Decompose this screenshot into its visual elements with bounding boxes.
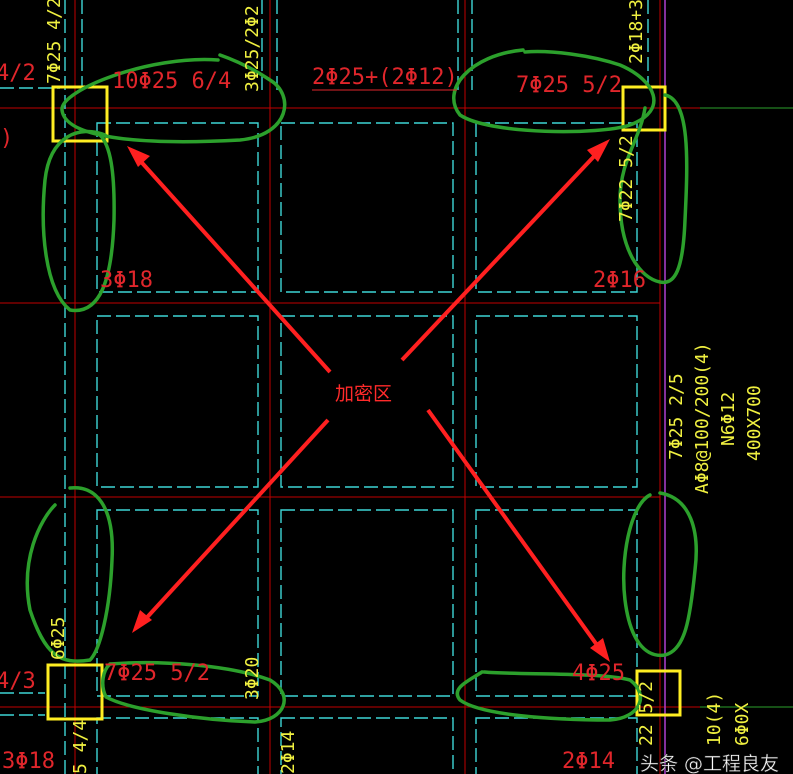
label-edge-paren: ) <box>0 126 13 151</box>
label-bottom-right-beam: 4Φ25 <box>572 661 625 686</box>
arrows <box>127 139 610 662</box>
label-right-low: 22 5/2 <box>636 681 657 746</box>
label-edge-top: 4/2 <box>0 61 36 86</box>
label-left-bottom: 6Φ25 <box>48 617 69 660</box>
highlight-rings <box>25 48 698 724</box>
column-top-left <box>51 85 109 143</box>
arrow-bottom-right <box>426 408 604 654</box>
arrow-top-left <box>133 153 332 374</box>
label-top-left-beam: 10Φ25 6/4 <box>112 69 231 94</box>
beam-spec-4: 400X700 <box>744 385 765 461</box>
red-labels: 10Φ25 6/4 2Φ25+(2Φ12) 7Φ25 5/2 3Φ18 2Φ16… <box>0 61 646 774</box>
arrowhead-bottom-right <box>590 638 610 662</box>
label-mid-top: 3Φ25/2Φ2 <box>242 5 263 92</box>
column-bottom-left <box>46 663 104 721</box>
label-mid-bottom: 3Φ20 <box>242 657 263 700</box>
arrowhead-top-right <box>587 139 610 162</box>
label-left-low: 5 4/4 <box>70 720 91 774</box>
arrowhead-bottom-left <box>132 610 152 633</box>
label-top-mid-beam: 2Φ25+(2Φ12) <box>312 65 458 90</box>
arrow-bottom-left <box>138 418 330 627</box>
beam-spec-3: N6Φ12 <box>718 392 739 446</box>
label-right-upper: 7Φ22 5/2 <box>616 135 637 222</box>
label-mid-low: 2Φ14 <box>278 731 299 774</box>
label-top-right-beam: 7Φ25 5/2 <box>516 73 622 98</box>
slab-panels <box>0 0 649 774</box>
column-bottom-right <box>635 669 682 717</box>
yellow-labels: 7Φ25 4/2 3Φ25/2Φ2 2Φ18+3 7Φ22 5/2 7Φ25 2… <box>44 0 765 774</box>
arrow-top-right <box>400 148 602 362</box>
column-top-right <box>621 85 667 132</box>
label-edge-bottom: 4/3 <box>0 669 36 694</box>
arrowhead-top-left <box>127 146 150 167</box>
label-bottom-left-low: 3Φ18 <box>2 749 55 774</box>
label-right-top: 2Φ18+3 <box>626 0 647 64</box>
columns <box>46 85 682 721</box>
label-bottom-right-low: 2Φ14 <box>562 749 615 774</box>
beam-spec-1: 7Φ25 2/5 <box>666 373 687 460</box>
label-right-low-3: 6Φ0X <box>732 702 753 746</box>
beam-spec-2: AΦ8@100/200(4) <box>692 342 713 494</box>
label-left-mid: 3Φ18 <box>100 268 153 293</box>
center-label: 加密区 <box>335 383 392 405</box>
watermark: 头条 @工程良友 <box>640 753 779 774</box>
label-bottom-left-beam: 7Φ25 5/2 <box>104 661 210 686</box>
label-left-top: 7Φ25 4/2 <box>44 0 65 84</box>
label-right-mid: 2Φ16 <box>593 268 646 293</box>
label-right-low-2: 10(4) <box>704 692 725 746</box>
